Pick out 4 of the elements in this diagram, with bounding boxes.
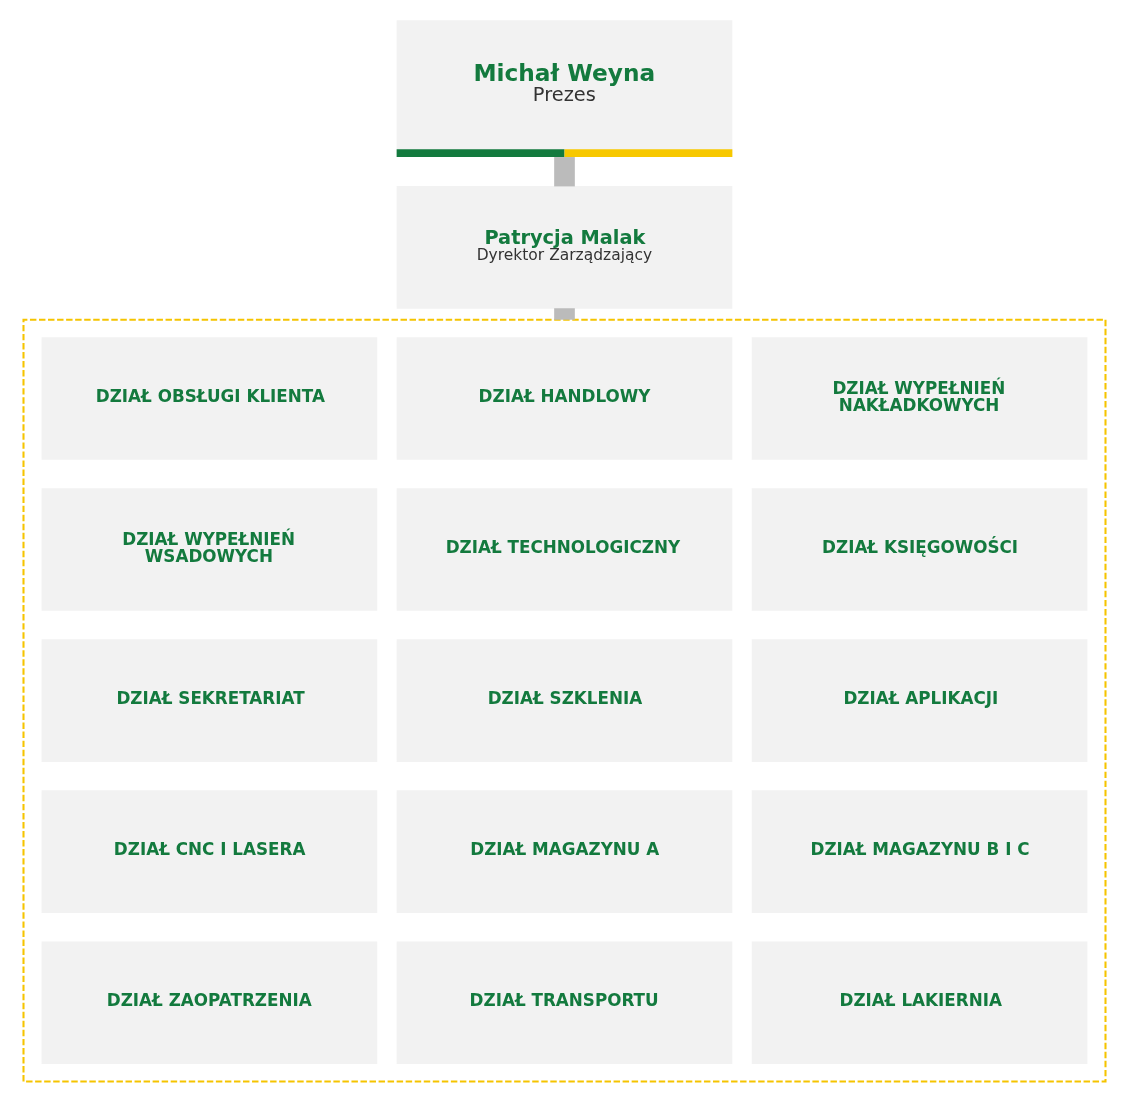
cluster bbox=[22, 318, 1107, 1083]
connector bbox=[554, 156, 575, 186]
connector bbox=[554, 307, 575, 320]
node-box: Patrycja Malak Dyrektor Zarządzający bbox=[396, 185, 733, 309]
